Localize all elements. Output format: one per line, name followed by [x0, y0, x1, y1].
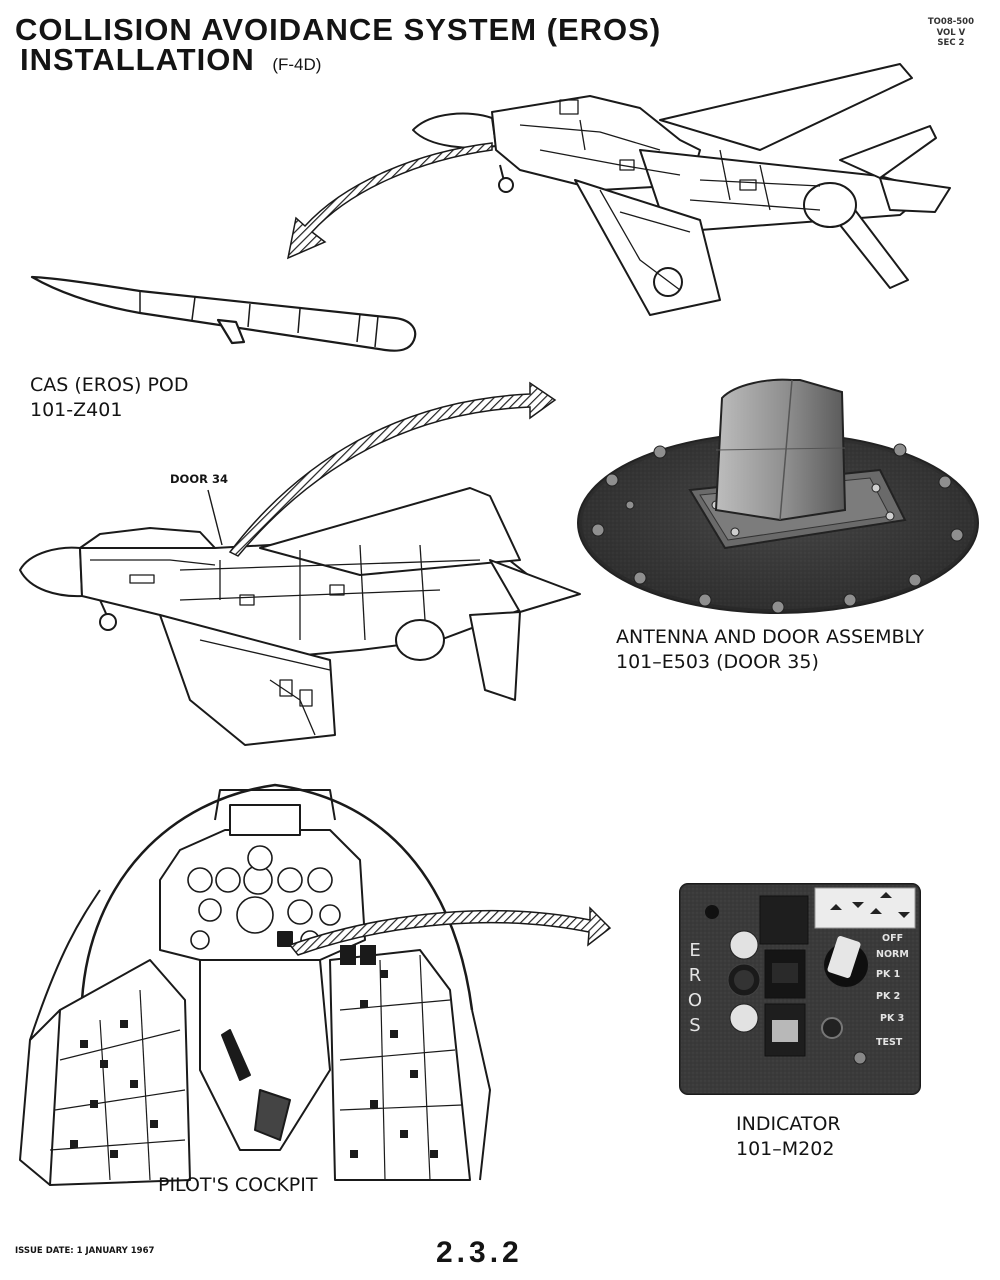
doc-ref-line: SEC 2	[937, 38, 965, 49]
document-reference: TO08-500 VOL V SEC 2	[928, 17, 974, 49]
pod-caption: CAS (EROS) POD 101-Z401	[30, 373, 189, 423]
pod-part-number: 101-Z401	[30, 399, 123, 422]
switch-position-label: PK 2	[876, 991, 900, 1002]
switch-position-label: PK 3	[880, 1013, 904, 1024]
indicator-photo: OFF NORM PK 1 PK 2 PK 3 TEST	[679, 883, 921, 1095]
door-34-callout: DOOR 34	[170, 472, 228, 486]
eros-letter: R	[688, 965, 702, 986]
switch-position-label: PK 1	[876, 969, 900, 980]
eros-letter: S	[689, 1015, 701, 1036]
switch-position-label: OFF	[882, 933, 903, 944]
aircraft-top-illustration	[412, 63, 951, 316]
title-line-1: COLLISION AVOIDANCE SYSTEM (EROS)	[15, 12, 662, 47]
indicator-part-number: 101–M202	[736, 1138, 835, 1161]
title-aircraft-model: (F-4D)	[272, 55, 322, 74]
antenna-name: ANTENNA AND DOOR ASSEMBLY	[616, 626, 925, 648]
indicator-name: INDICATOR	[736, 1113, 841, 1135]
pod-illustration	[30, 275, 417, 352]
switch-position-label: TEST	[876, 1037, 903, 1048]
door-34-leader-line	[207, 489, 223, 546]
aircraft-side-illustration	[19, 487, 581, 746]
title-installation: INSTALLATION	[20, 42, 255, 77]
doc-ref-line: TO08-500	[927, 17, 974, 27]
antenna-part-number: 101–E503 (DOOR 35)	[616, 651, 819, 674]
eros-letter: O	[687, 990, 703, 1011]
antenna-photo	[577, 378, 979, 614]
title-line-2: INSTALLATION (F-4D)	[20, 44, 321, 75]
curved-arrow-icon	[286, 142, 493, 260]
cockpit-illustration	[19, 783, 491, 1186]
indicator-caption: INDICATOR 101–M202	[736, 1112, 841, 1162]
eros-letter: E	[689, 940, 701, 961]
cockpit-caption: PILOT'S COCKPIT	[158, 1174, 318, 1196]
pod-name: CAS (EROS) POD	[30, 374, 189, 396]
indicator-eros-letters: E R O S	[683, 938, 707, 1038]
issue-date: ISSUE DATE: 1 JANUARY 1967	[15, 1246, 155, 1256]
switch-position-label: NORM	[876, 949, 909, 960]
curved-arrow-icon	[288, 906, 612, 956]
doc-ref-line: VOL V	[936, 27, 966, 38]
page-number: 2.3.2	[436, 1236, 523, 1269]
antenna-caption: ANTENNA AND DOOR ASSEMBLY 101–E503 (DOOR…	[616, 625, 924, 675]
curved-arrow-icon	[228, 381, 557, 557]
